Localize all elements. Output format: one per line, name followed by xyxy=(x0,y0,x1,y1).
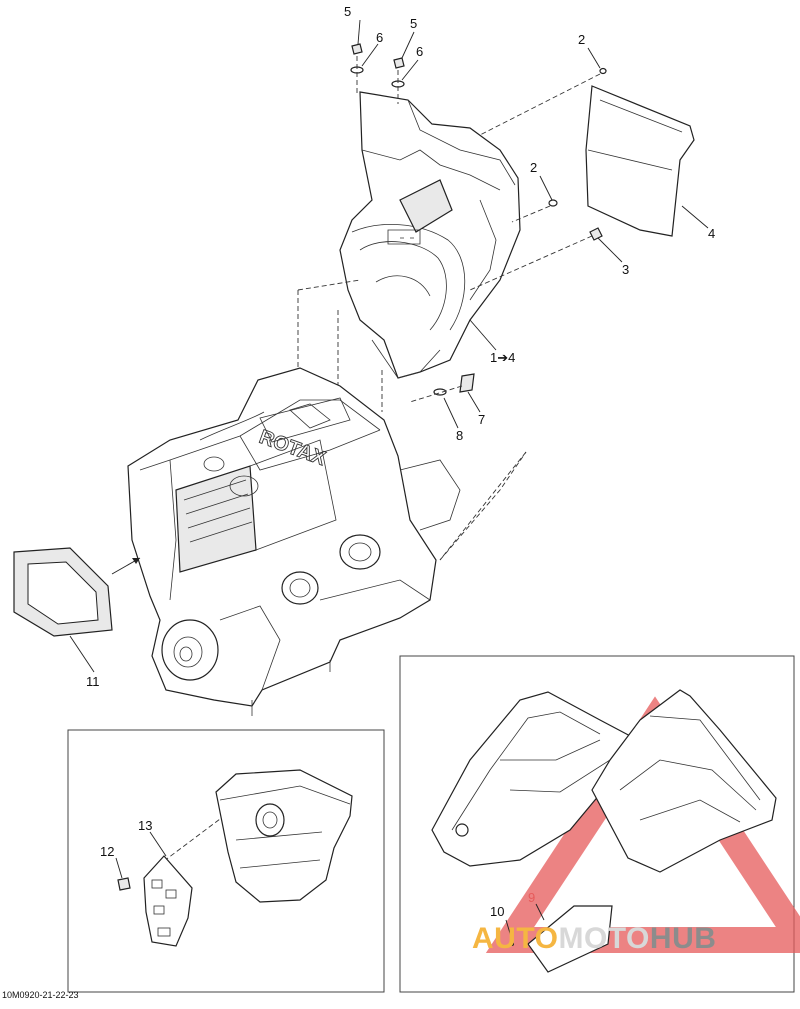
fastener-group-upper xyxy=(350,43,607,396)
watermark-text: AUTOMOTOHUB xyxy=(472,922,716,956)
callout-10: 10 xyxy=(490,904,504,919)
callout-7: 7 xyxy=(478,412,485,427)
engine-assembly: ROTAX xyxy=(127,367,461,716)
air-intake-silencer xyxy=(339,91,521,379)
callout-12: 12 xyxy=(100,844,114,859)
watermark-hub: HUB xyxy=(649,922,717,955)
callout-2a: 2 xyxy=(578,32,585,47)
reference-code: 10M0920-21-22-23 xyxy=(2,990,79,1000)
detail-frame-oil-tank xyxy=(67,729,385,993)
callout-8: 8 xyxy=(456,428,463,443)
rivet-10 xyxy=(510,942,514,946)
hood-panel-right xyxy=(591,689,777,873)
callout-13: 13 xyxy=(138,818,152,833)
bracket-plate xyxy=(143,855,193,947)
callout-4: 4 xyxy=(708,226,715,241)
arrow-head-icon xyxy=(132,558,140,564)
decal-9 xyxy=(527,905,613,973)
callout-2b: 2 xyxy=(530,160,537,175)
cable-line xyxy=(439,451,527,561)
callout-9: 9 xyxy=(528,890,535,905)
watermark-auto: AUTO xyxy=(472,922,559,955)
callout-1-to-4: 1➔4 xyxy=(490,350,515,365)
callout-5b: 5 xyxy=(410,16,417,31)
callout-5a: 5 xyxy=(344,4,351,19)
watermark-moto: MOTO xyxy=(558,922,650,955)
detail-frame-hood xyxy=(399,655,795,993)
screw-12 xyxy=(117,877,131,891)
callout-6b: 6 xyxy=(416,44,423,59)
callout-11: 11 xyxy=(86,674,100,689)
leader-lines xyxy=(69,19,709,941)
air-filter-foam xyxy=(13,547,113,637)
callout-3: 3 xyxy=(622,262,629,277)
callout-6a: 6 xyxy=(376,30,383,45)
intake-cover-panel xyxy=(585,85,695,237)
callouts: 5 5 6 6 2 2 3 4 1➔4 7 8 11 13 12 10 9 xyxy=(86,4,715,919)
oil-tank-assembly xyxy=(215,769,353,903)
